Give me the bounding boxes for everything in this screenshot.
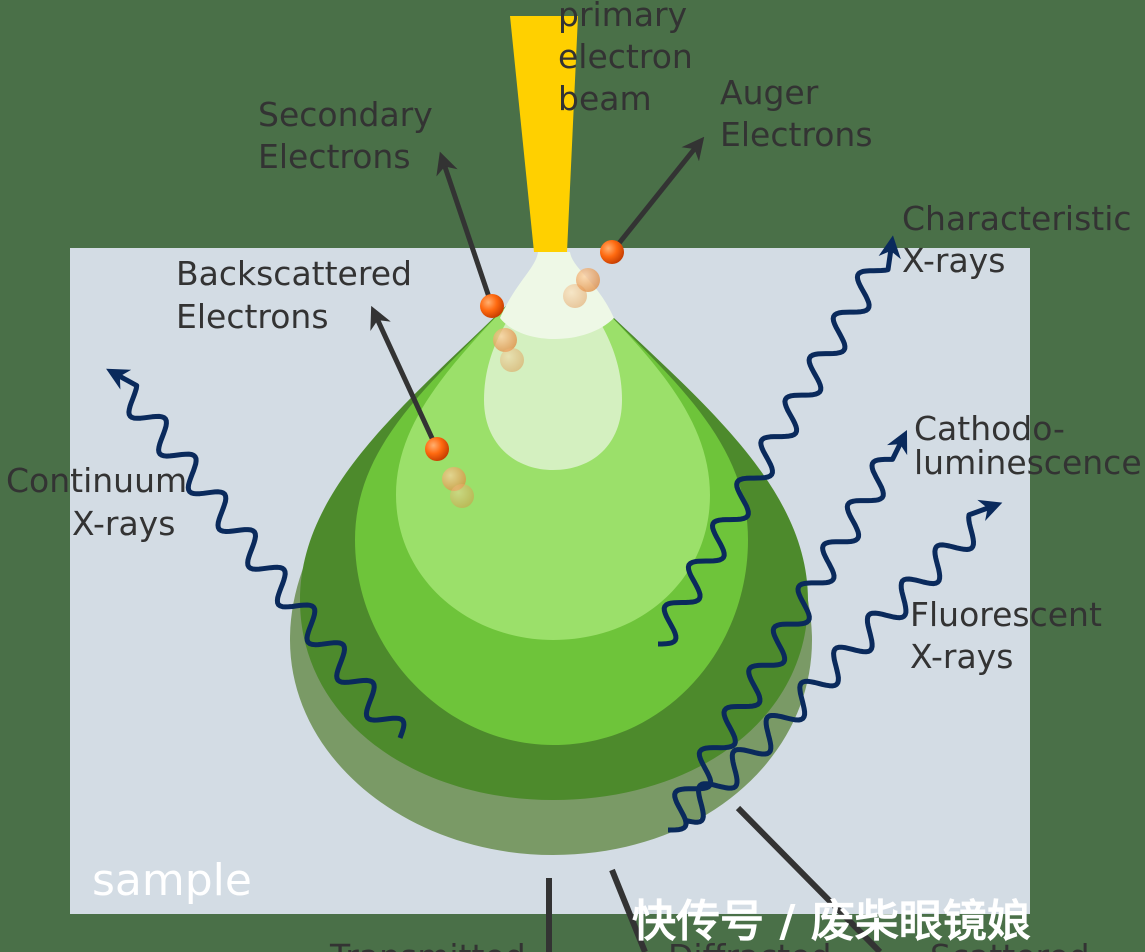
transmitted-label: Transmitted (329, 937, 526, 952)
auger-electron-trail-2 (563, 284, 587, 308)
sample-label: sample (92, 855, 252, 906)
fluorescent-label-line-2: X-rays (910, 637, 1013, 676)
characteristic-xrays-wave (658, 235, 901, 647)
continuum-label-line-2: X-rays (72, 504, 175, 543)
continuum-label-line-1: Continuum (6, 461, 187, 500)
watermark-text: 快传号 / 废柴眼镜娘 (632, 896, 1031, 947)
cathodo-label-line-1: Cathodo- (914, 409, 1065, 448)
primary-beam-label-line-1: primary (558, 0, 687, 34)
backscattered-electron (425, 437, 449, 461)
cathodoluminescence-label: Cathodo- luminescence (914, 409, 1142, 482)
auger-label-line-1: Auger (720, 73, 819, 112)
xray-waves (106, 235, 1003, 833)
scattered-label: Scattered (930, 937, 1090, 952)
interaction-volume-center (500, 252, 614, 339)
cathodoluminescence-wave (668, 429, 908, 833)
scattered-beam-line (735, 805, 883, 952)
characteristic-xrays-label: Characteristic X-rays (902, 199, 1142, 280)
primary-beam-label-line-2: electron (558, 37, 693, 76)
fluorescent-xrays-wave (683, 499, 1003, 825)
primary-beam-label-line-3: beam (558, 79, 652, 118)
auger-electrons-label: Auger Electrons (720, 73, 873, 154)
primary-electron-beam (510, 16, 578, 252)
auger-label-line-2: Electrons (720, 115, 873, 154)
continuum-xrays-label: Continuum X-rays (6, 461, 198, 543)
characteristic-label-line-1: Characteristic (902, 199, 1132, 238)
secondary-label-line-2: Electrons (258, 137, 411, 176)
secondary-electron-trail-1 (493, 328, 517, 352)
primary-beam-label: primary electron beam (558, 0, 703, 118)
backscattered-electrons-arrow (370, 305, 440, 451)
backscattered-label-line-2: Electrons (176, 297, 329, 336)
fluorescent-label-line-1: Fluorescent (910, 595, 1102, 634)
fluorescent-xrays-label: Fluorescent X-rays (910, 595, 1112, 676)
secondary-label-line-1: Secondary (258, 95, 433, 134)
secondary-electron-trail-2 (500, 348, 524, 372)
diffracted-label: Diffracted (668, 937, 831, 952)
auger-electrons-arrow (610, 136, 705, 254)
auger-electron (600, 240, 624, 264)
auger-electron-trail-1 (576, 268, 600, 292)
secondary-electron (480, 294, 504, 318)
characteristic-label-line-2: X-rays (902, 241, 1005, 280)
secondary-electrons-arrow (436, 151, 495, 307)
diffracted-beam-line (609, 868, 648, 952)
backscattered-electrons-label: Backscattered Electrons (176, 254, 422, 336)
backscattered-label-line-1: Backscattered (176, 254, 412, 293)
backscattered-electron-trail-2 (450, 484, 474, 508)
continuum-xrays-wave (106, 368, 407, 739)
secondary-electrons-label: Secondary Electrons (258, 95, 443, 176)
cathodo-label-line-2: luminescence (914, 443, 1142, 482)
